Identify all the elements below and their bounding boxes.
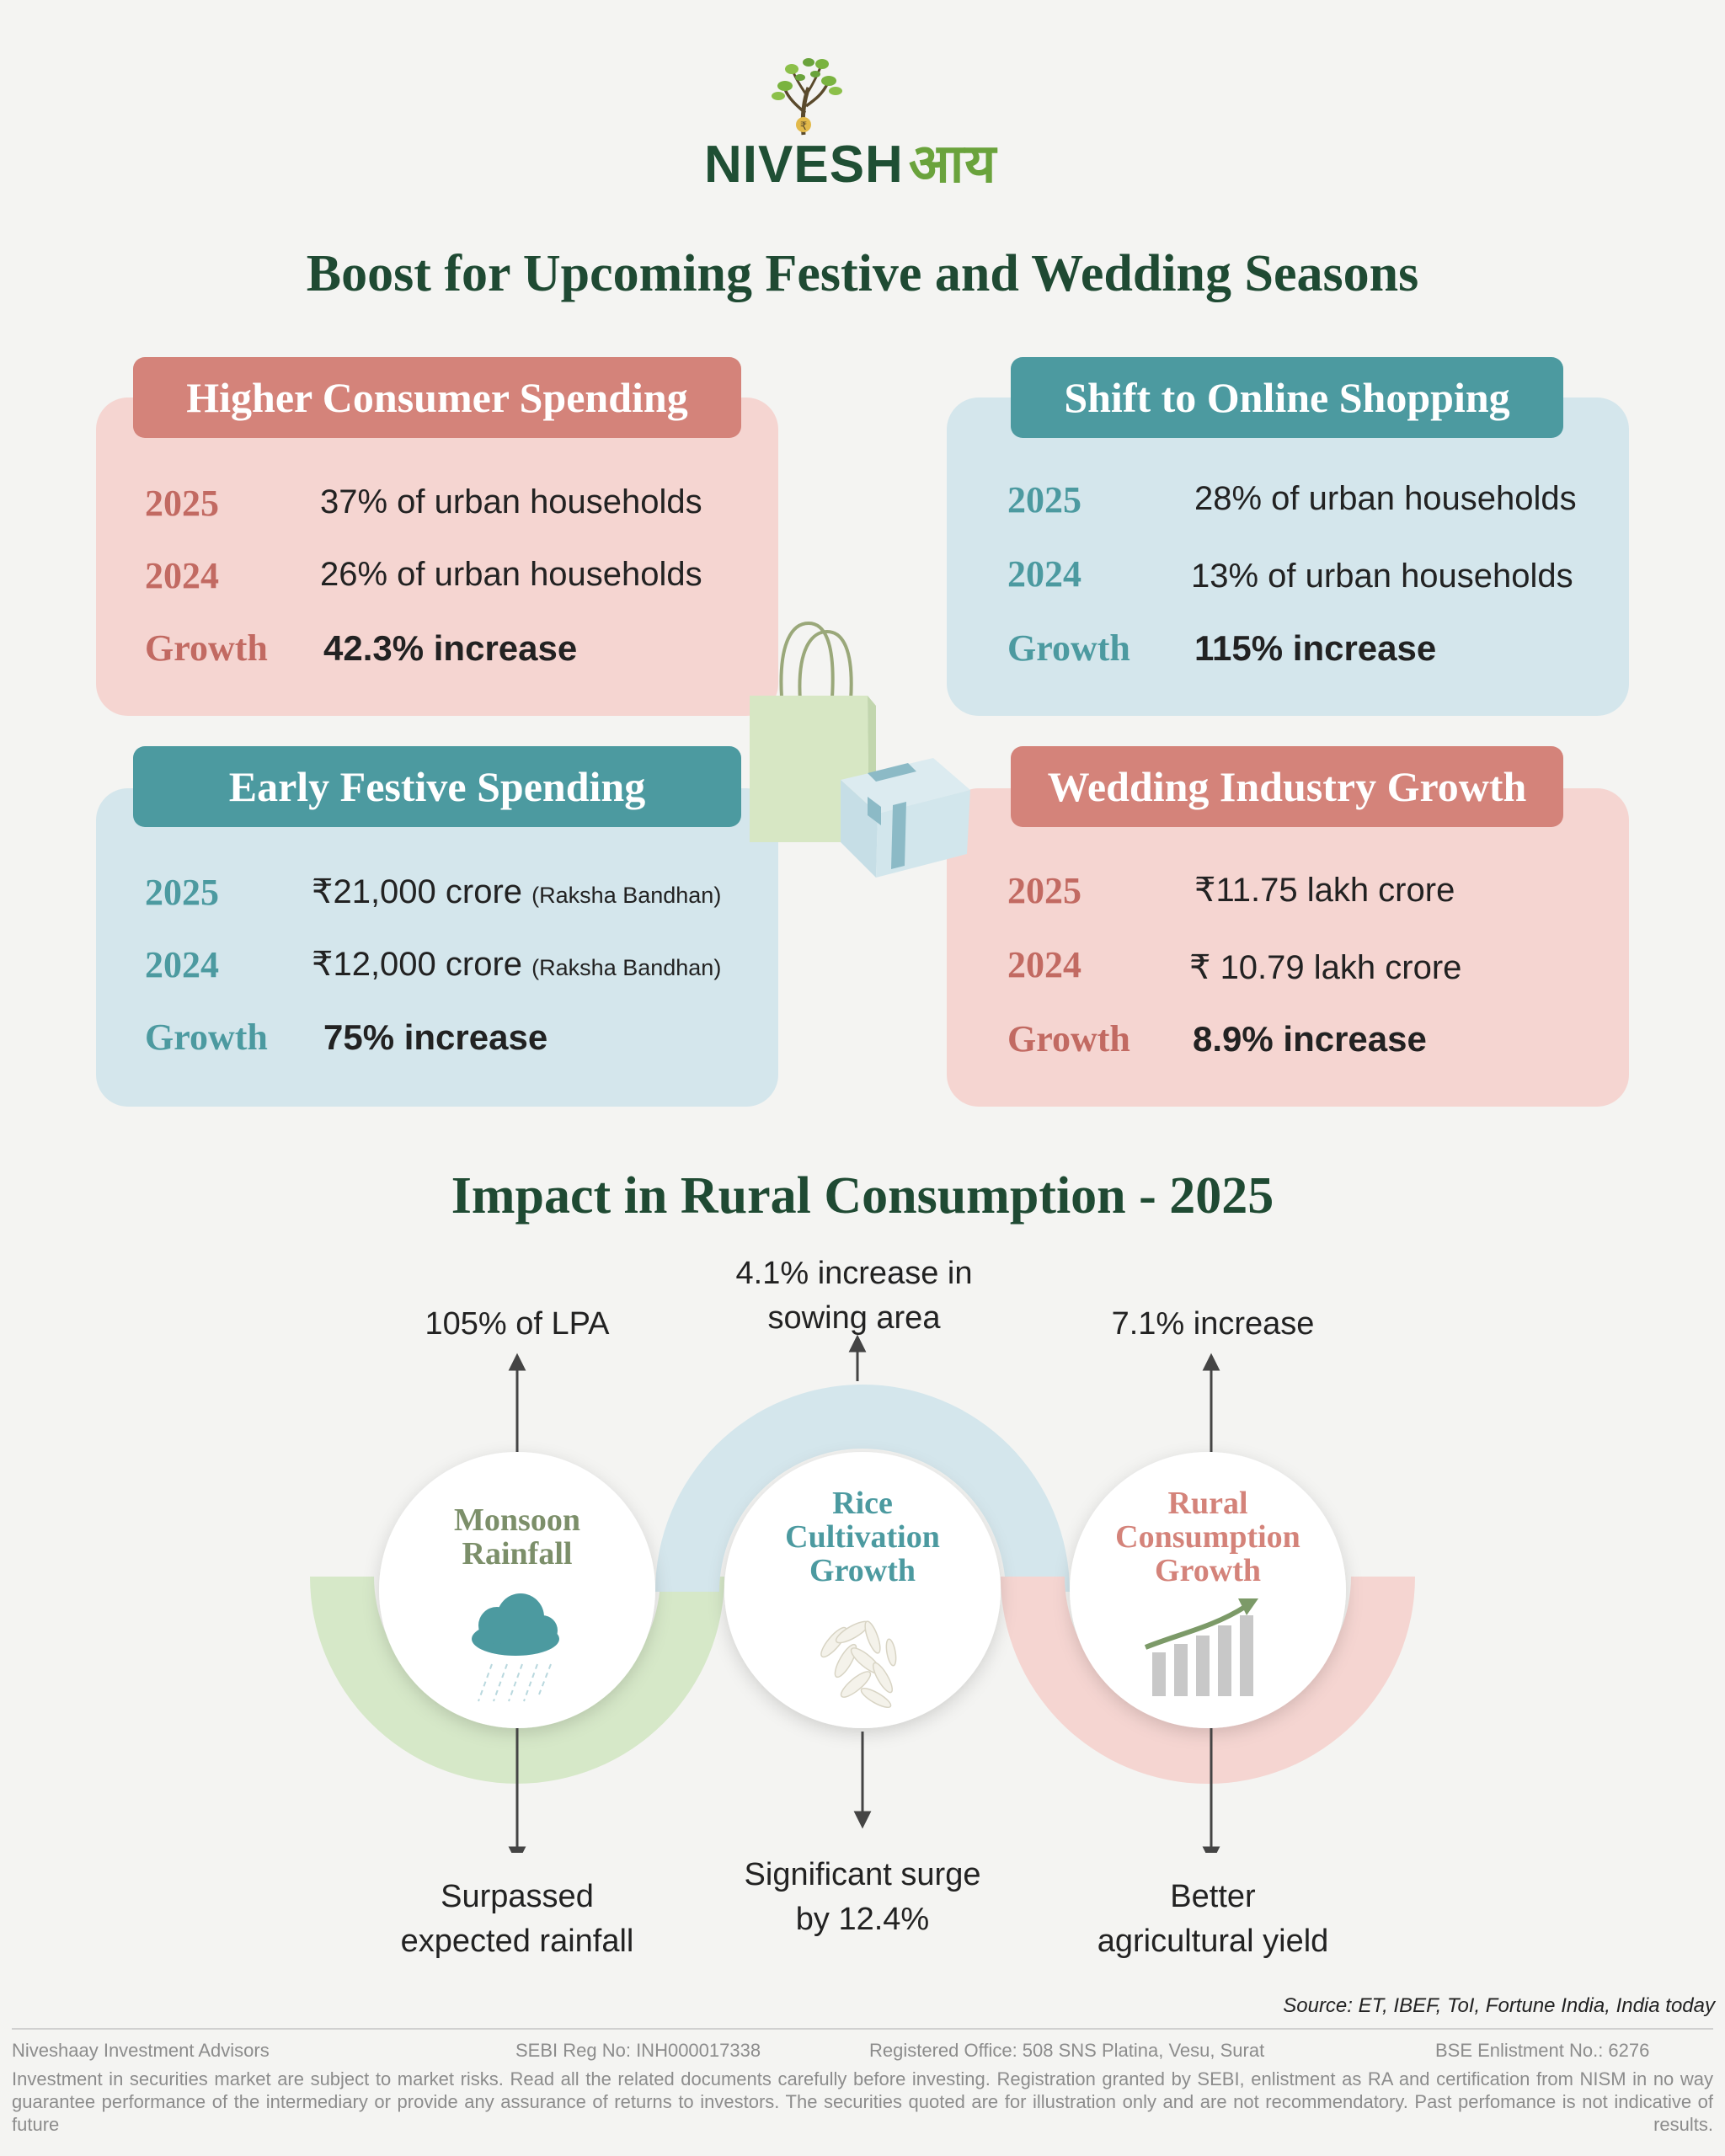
row-label: 2024 [1007,553,1081,595]
arc-green [310,1577,724,1784]
row-label: 2025 [1007,870,1081,911]
row-label: 2025 [145,483,219,524]
row-value: 115% increase [1194,628,1437,668]
shopping-bag-gift-icon [750,621,970,878]
row-label: 2024 [145,555,219,596]
brand-logo-text: NIVESHआय [704,125,996,198]
title-line: Growth [809,1552,916,1588]
rural-bottom-label: Better agricultural yield [1044,1875,1381,1964]
growth-chart-icon [1144,1598,1258,1696]
row-value: ₹12,000 crore (Raksha Bandhan) [312,945,721,984]
title-line: Rural [1167,1486,1248,1521]
footer-sebi: SEBI Reg No: INH000017338 [515,2040,761,2061]
row-value: 75% increase [323,1017,548,1057]
title-line: Growth [1155,1552,1261,1588]
title-line: Monsoon [454,1502,580,1538]
label-line: agricultural yield [1097,1924,1329,1960]
row-value: 28% of urban households [1194,480,1577,517]
brand-name-hindi: आय [908,133,997,194]
row-value: 8.9% increase [1193,1019,1427,1059]
title-line: Cultivation [785,1518,940,1555]
row-value: 26% of urban households [320,556,702,593]
row-note: (Raksha Bandhan) [531,883,722,908]
row-value: ₹ 10.79 lakh crore [1189,949,1462,986]
section-title-rural: Impact in Rural Consumption - 2025 [451,1167,1274,1225]
card-title: Wedding Industry Growth [1011,746,1563,827]
arc-blue [655,1385,1070,1592]
row-amount: ₹12,000 crore [312,946,523,983]
card-early-festive-spending [96,788,778,1107]
rice-grains-icon [820,1620,897,1709]
card-higher-consumer-spending [96,398,778,716]
row-label: Growth [145,1017,268,1058]
card-title: Shift to Online Shopping [1011,357,1563,438]
nivesh-tree-logo-icon: ₹ [772,58,842,136]
main-title: Boost for Upcoming Festive and Wedding S… [306,245,1419,302]
label-line: Better [1170,1879,1256,1914]
row-label: 2024 [145,944,219,985]
row-value: ₹11.75 lakh crore [1194,872,1455,909]
footer-office: Registered Office: 508 SNS Platina, Vesu… [869,2040,1265,2061]
label-line: 4.1% increase in [735,1256,973,1291]
svg-text:₹: ₹ [800,120,807,133]
label-line: Significant surge [744,1857,981,1892]
title-line: Consumption [1115,1518,1300,1555]
source-note: Source: ET, IBEF, ToI, Fortune India, In… [1283,1994,1715,2017]
row-label: Growth [145,627,268,669]
row-label: 2025 [145,872,219,913]
brand-name: NIVESH [704,136,904,194]
title-line: Rainfall [462,1535,573,1572]
card-wedding-industry-growth [947,788,1629,1107]
monsoon-bottom-label: Surpassed expected rainfall [349,1875,686,1964]
row-label: Growth [1007,1018,1130,1059]
row-amount: ₹21,000 crore [312,873,523,910]
label-line: by 12.4% [795,1902,930,1938]
card-title: Higher Consumer Spending [133,357,741,438]
row-value: ₹21,000 crore (Raksha Bandhan) [312,873,721,911]
footer-divider [12,2028,1713,2030]
rural-consumption-diagram [310,1334,1415,1853]
arc-pink [1001,1577,1415,1784]
rural-top-label: 7.1% increase [1111,1306,1315,1342]
monsoon-top-label: 105% of LPA [425,1306,610,1342]
rain-cloud-icon [472,1593,559,1702]
row-label: 2024 [1007,944,1081,985]
card-title: Early Festive Spending [133,746,741,827]
rice-top-label: 4.1% increase in sowing area [686,1251,1023,1341]
label-line: Surpassed [441,1879,594,1914]
row-value: 13% of urban households [1191,558,1573,595]
label-line: sowing area [767,1300,941,1337]
rice-bottom-label: Significant surge by 12.4% [694,1853,1031,1942]
footer-disclaimer: Investment in securities market are subj… [12,2068,1713,2135]
label-line: expected rainfall [400,1924,634,1960]
row-note: (Raksha Bandhan) [531,955,722,980]
row-value: 42.3% increase [323,628,578,668]
footer-bse: BSE Enlistment No.: 6276 [1435,2040,1650,2061]
row-label: Growth [1007,627,1130,669]
row-value: 37% of urban households [320,483,702,520]
row-label: 2025 [1007,479,1081,520]
footer-company: Niveshaay Investment Advisors [12,2040,270,2061]
card-shift-to-online-shopping [947,398,1629,716]
title-line: Rice [832,1486,893,1521]
